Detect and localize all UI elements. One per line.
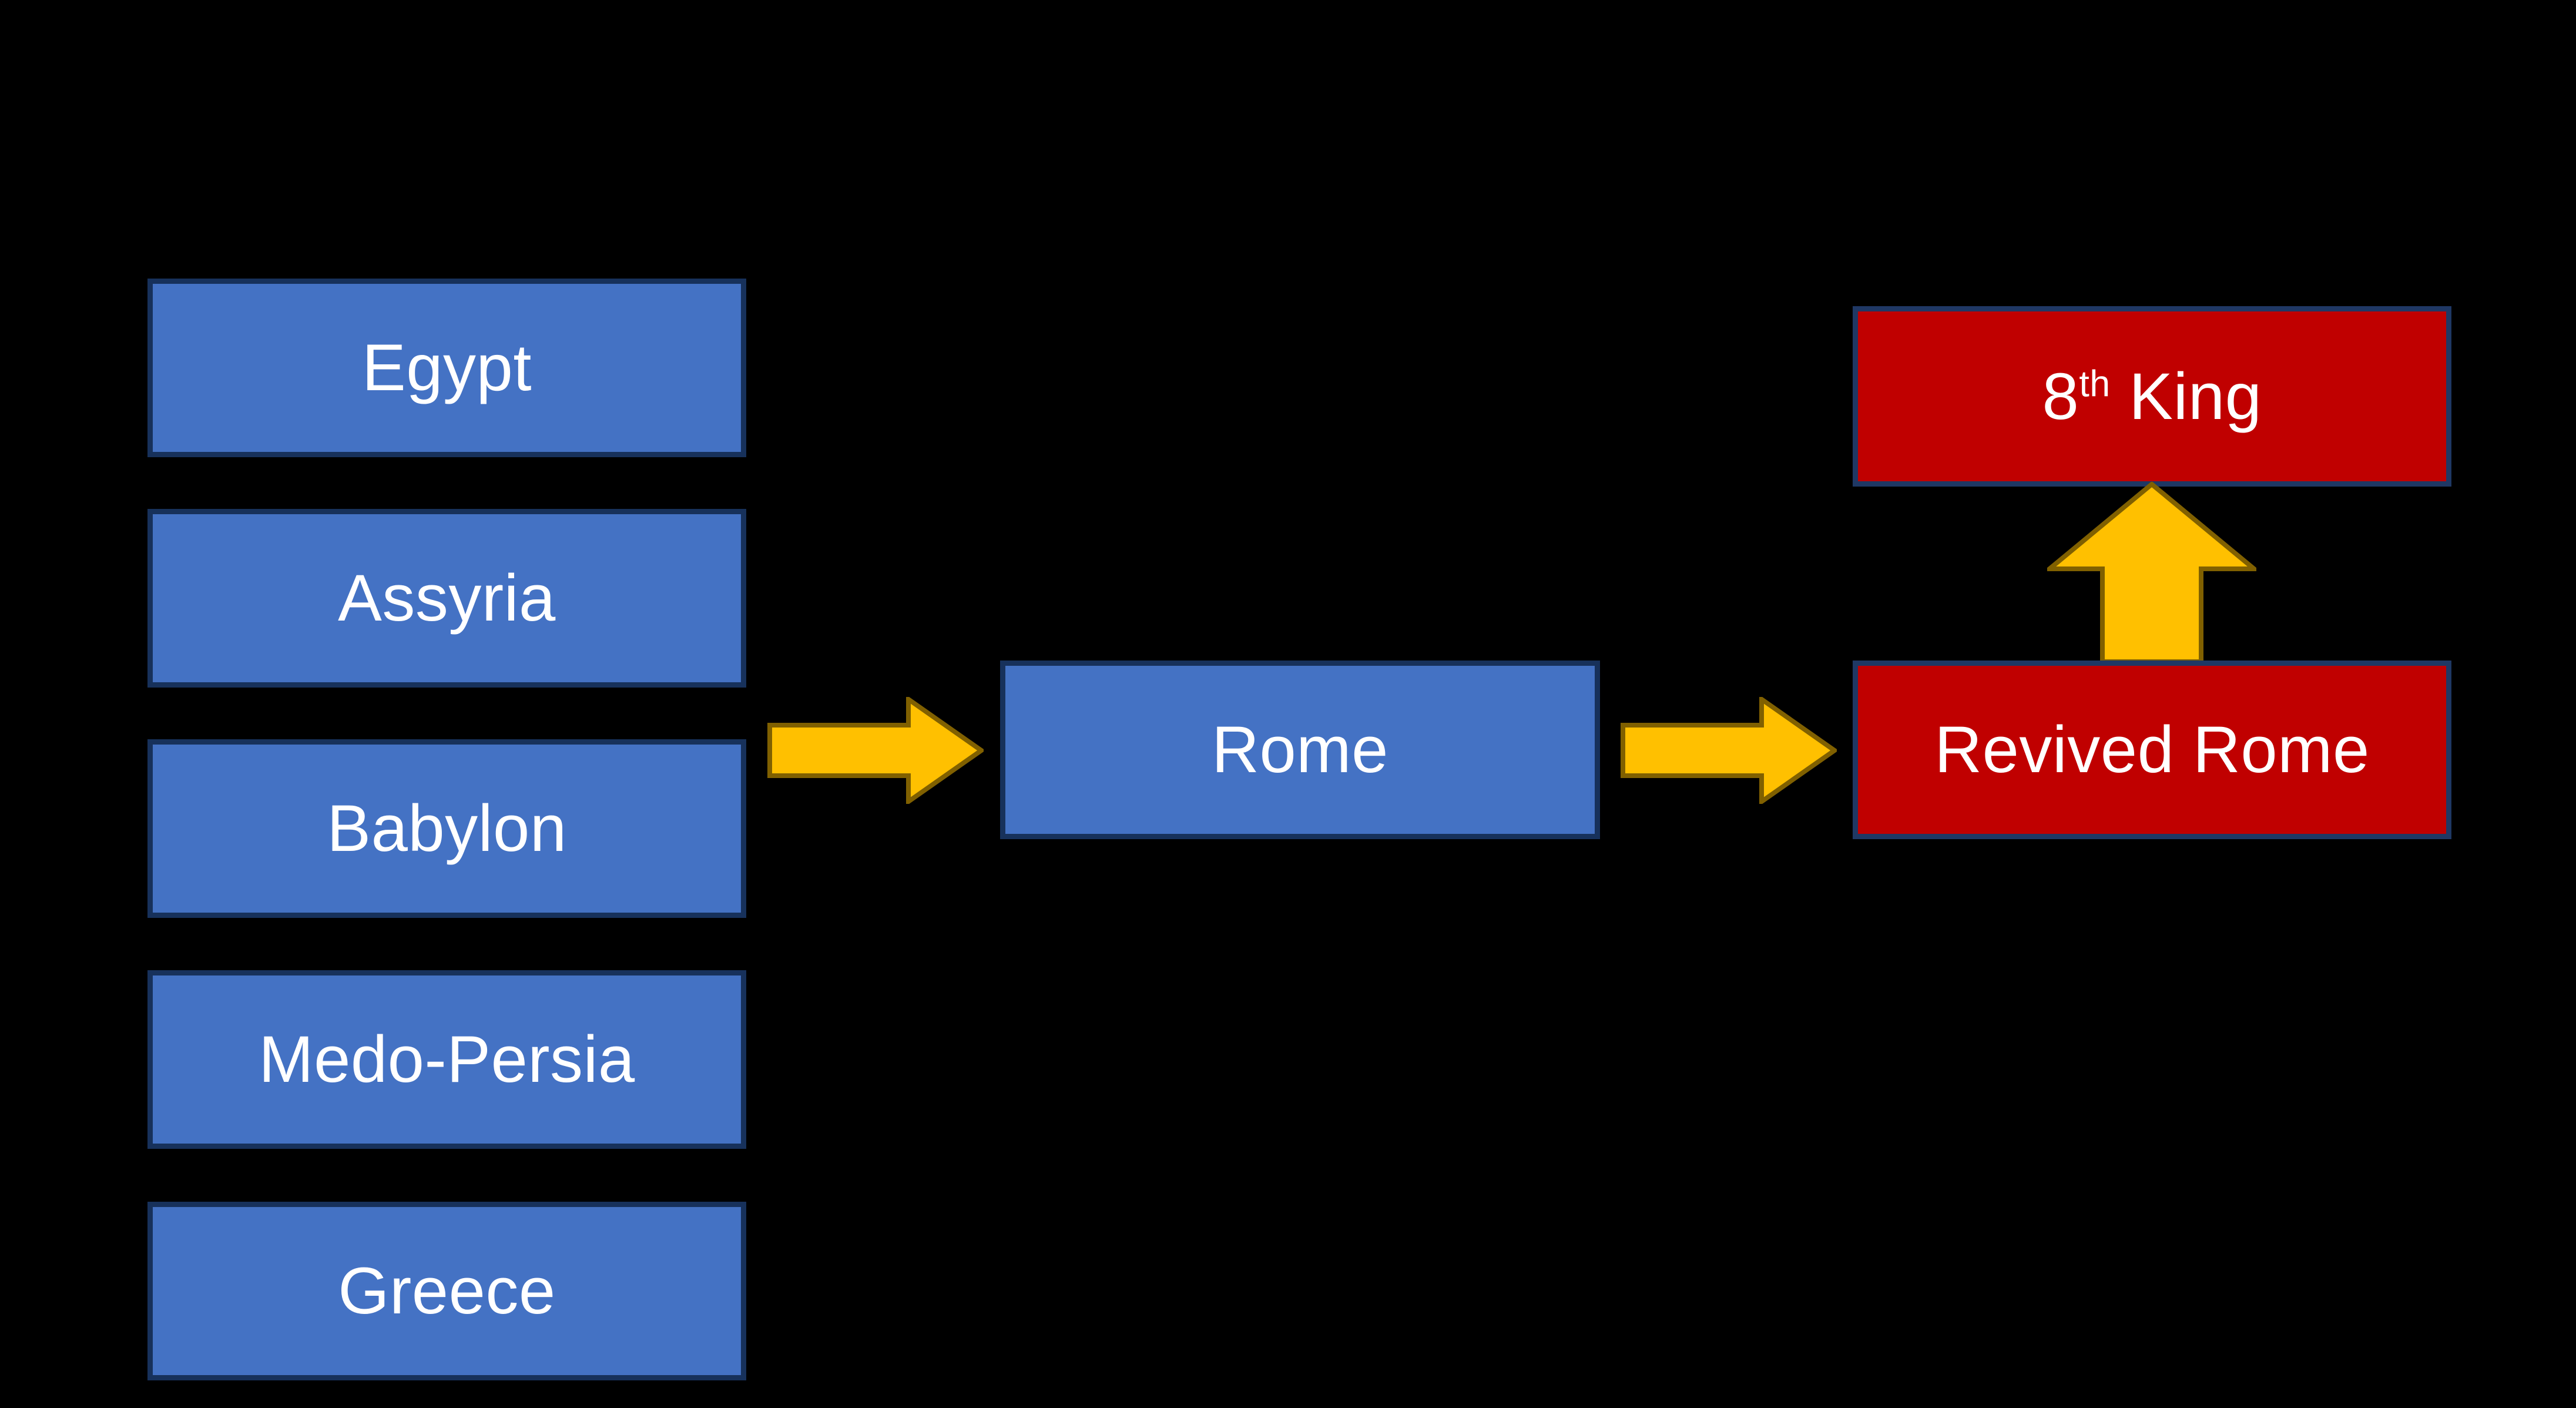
empire-label-assyria: Assyria <box>338 561 556 635</box>
empire-label-egypt: Egypt <box>362 331 532 404</box>
empire-box-assyria[interactable]: Assyria <box>147 509 746 688</box>
empire-box-medo-persia[interactable]: Medo-Persia <box>147 970 746 1149</box>
arrow-empires-to-rome-icon <box>767 697 984 804</box>
eighth-king-label: 8th King <box>2042 363 2262 430</box>
arrow-rome-to-revived-rome-icon <box>1621 697 1837 804</box>
eighth-king-number: 8 <box>2042 359 2079 433</box>
revived-rome-label: Revived Rome <box>1934 713 2370 786</box>
empire-label-babylon: Babylon <box>327 792 567 865</box>
arrow-revived-rome-to-8th-king-icon <box>2047 482 2256 664</box>
empire-label-medo-persia: Medo-Persia <box>259 1023 635 1096</box>
eighth-king-ordinal-suffix: th <box>2079 363 2111 405</box>
rome-label: Rome <box>1212 713 1388 786</box>
rome-box[interactable]: Rome <box>1000 661 1600 839</box>
empire-box-greece[interactable]: Greece <box>147 1202 746 1380</box>
empire-box-babylon[interactable]: Babylon <box>147 739 746 918</box>
eighth-king-rest: King <box>2110 359 2262 433</box>
eighth-king-box[interactable]: 8th King <box>1853 306 2451 487</box>
empire-label-greece: Greece <box>338 1254 556 1327</box>
empire-box-egypt[interactable]: Egypt <box>147 279 746 457</box>
revived-rome-box[interactable]: Revived Rome <box>1853 661 2451 839</box>
